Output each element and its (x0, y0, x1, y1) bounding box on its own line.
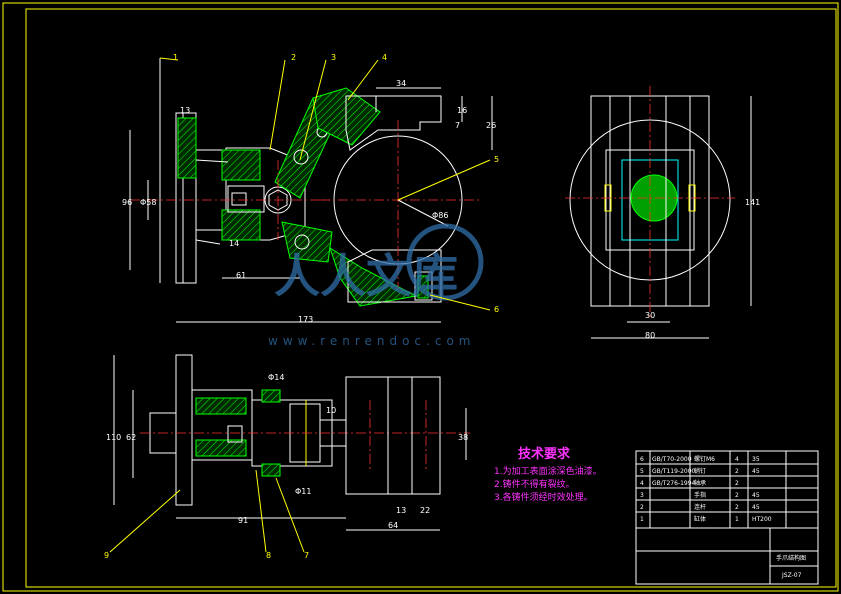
watermark-url: www.renrendoc.com (268, 334, 475, 348)
svg-text:手指: 手指 (694, 491, 706, 499)
svg-text:2: 2 (640, 504, 644, 511)
svg-text:3: 3 (640, 492, 644, 499)
svg-text:45: 45 (752, 504, 760, 511)
watermark-logo (406, 223, 484, 301)
part-9: 9 (104, 551, 109, 560)
watermark: 人人文库 www.renrendoc.com (268, 223, 484, 348)
part-7: 7 (304, 551, 309, 560)
part-3: 3 (331, 53, 336, 62)
svg-text:4: 4 (735, 456, 739, 463)
dim-16: 16 (457, 106, 467, 115)
cylinder-hatch-bottom (221, 209, 261, 241)
lower-link (281, 221, 333, 263)
note-1: 1.为加工表面涂深色油漆。 (494, 465, 602, 477)
watermark-text: 人人文库 (274, 249, 458, 303)
part-8: 8 (266, 551, 271, 560)
part-4: 4 (382, 53, 387, 62)
notes-title: 技术要求 (518, 446, 571, 462)
side-view (565, 86, 752, 339)
svg-text:2: 2 (735, 504, 739, 511)
technical-notes: 技术要求 1.为加工表面涂深色油漆。 2.铸件不得有裂纹。 3.各铸件须经时效处… (494, 446, 602, 503)
svg-text:1: 1 (640, 516, 644, 523)
dim-13b: 13 (396, 506, 406, 515)
svg-text:2: 2 (735, 468, 739, 475)
dim-110: 110 (106, 433, 121, 442)
part-2: 2 (291, 53, 296, 62)
part-5: 5 (494, 155, 499, 164)
svg-text:轴承: 轴承 (694, 479, 706, 487)
lower-finger (329, 246, 418, 307)
svg-text:缸体: 缸体 (694, 515, 706, 523)
dim-phi11: Φ11 (295, 487, 311, 496)
dim-173: 173 (298, 315, 313, 324)
svg-text:5: 5 (640, 468, 644, 475)
dim-141: 141 (745, 198, 760, 207)
dim-38: 38 (458, 433, 468, 442)
dim-61: 61 (236, 271, 246, 280)
dim-7: 7 (455, 121, 460, 130)
svg-text:45: 45 (752, 468, 760, 475)
note-2: 2.铸件不得有裂纹。 (494, 478, 575, 490)
svg-text:GB/T70-2000: GB/T70-2000 (652, 456, 692, 463)
base-hatch (177, 117, 197, 179)
svg-text:GB/T119-2000: GB/T119-2000 (652, 468, 696, 475)
part-6: 6 (494, 305, 499, 314)
dim-91: 91 (238, 516, 248, 525)
dim-phi86: Φ86 (432, 211, 448, 220)
title-block: 6 GB/T70-2000 螺钉M6 4 35 5 GB/T119-2000 销… (635, 450, 819, 585)
dim-30: 30 (645, 311, 655, 320)
svg-text:1: 1 (735, 516, 739, 523)
part-leaders: 1 2 3 4 5 6 7 8 9 (104, 53, 499, 560)
cylinder-hatch-top (221, 149, 261, 181)
dim-26: 26 (486, 121, 496, 130)
svg-text:45: 45 (752, 492, 760, 499)
drawing-name: 手爪结构图 (776, 554, 806, 562)
note-3: 3.各铸件须经时效处理。 (494, 491, 593, 503)
dim-14: 14 (229, 239, 239, 248)
svg-text:销钉: 销钉 (694, 467, 706, 475)
svg-text:HT200: HT200 (752, 516, 772, 523)
dim-80: 80 (645, 331, 655, 340)
dim-22: 22 (420, 506, 430, 515)
dim-13: 13 (180, 106, 190, 115)
dim-96: 96 (122, 198, 132, 207)
svg-text:2: 2 (735, 480, 739, 487)
dim-10: 10 (326, 406, 336, 415)
dim-phi14: Φ14 (268, 373, 284, 382)
svg-text:6: 6 (640, 456, 644, 463)
svg-text:4: 4 (640, 480, 644, 487)
part-1: 1 (173, 53, 178, 62)
dim-phi58: Φ58 (140, 198, 156, 207)
top-view (113, 354, 470, 531)
inner-frame (25, 8, 837, 588)
front-view (129, 58, 493, 323)
svg-text:2: 2 (735, 492, 739, 499)
svg-text:35: 35 (752, 456, 760, 463)
dimensions: 13 34 16 7 26 96 Φ58 14 61 Φ86 173 141 3… (106, 79, 760, 530)
svg-text:连杆: 连杆 (694, 503, 706, 511)
dim-34: 34 (396, 79, 406, 88)
svg-text:GB/T276-1994: GB/T276-1994 (652, 480, 696, 487)
dim-62: 62 (126, 433, 136, 442)
drawing-code: JSZ-07 (781, 572, 802, 579)
top-view-block (345, 376, 441, 495)
svg-text:螺钉M6: 螺钉M6 (694, 455, 715, 463)
dim-64: 64 (388, 521, 398, 530)
